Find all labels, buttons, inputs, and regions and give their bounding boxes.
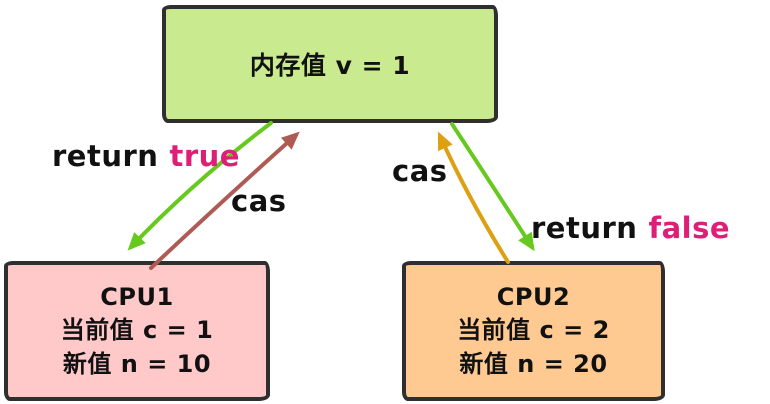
return-true-result: true	[169, 139, 240, 173]
cas-label-left: cas	[231, 184, 287, 218]
return-false-prefix: return	[531, 211, 638, 245]
cpu2-current-value: 当前值 c = 2	[457, 316, 610, 345]
cpu2-title: CPU2	[496, 283, 571, 312]
memory-value-label: 内存值 v = 1	[249, 51, 411, 80]
return-false-label: return false	[531, 211, 730, 245]
cpu2-box: CPU2 当前值 c = 2 新值 n = 20	[402, 261, 665, 401]
cpu2-new-value: 新值 n = 20	[459, 349, 608, 378]
cpu1-title: CPU1	[100, 283, 174, 312]
cpu1-current-value: 当前值 c = 1	[60, 316, 214, 345]
return-true-prefix: return	[52, 139, 159, 173]
arrow-cas-cpu2-to-memory	[437, 131, 510, 264]
memory-value-box: 内存值 v = 1	[162, 5, 498, 123]
cpu1-new-value: 新值 n = 10	[62, 349, 212, 378]
cpu1-box: CPU1 当前值 c = 1 新值 n = 10	[4, 261, 270, 401]
return-true-label: return true	[52, 139, 240, 173]
cas-label-right: cas	[392, 154, 448, 188]
return-false-result: false	[648, 211, 731, 245]
arrow-memory-to-cpu2	[450, 122, 535, 252]
